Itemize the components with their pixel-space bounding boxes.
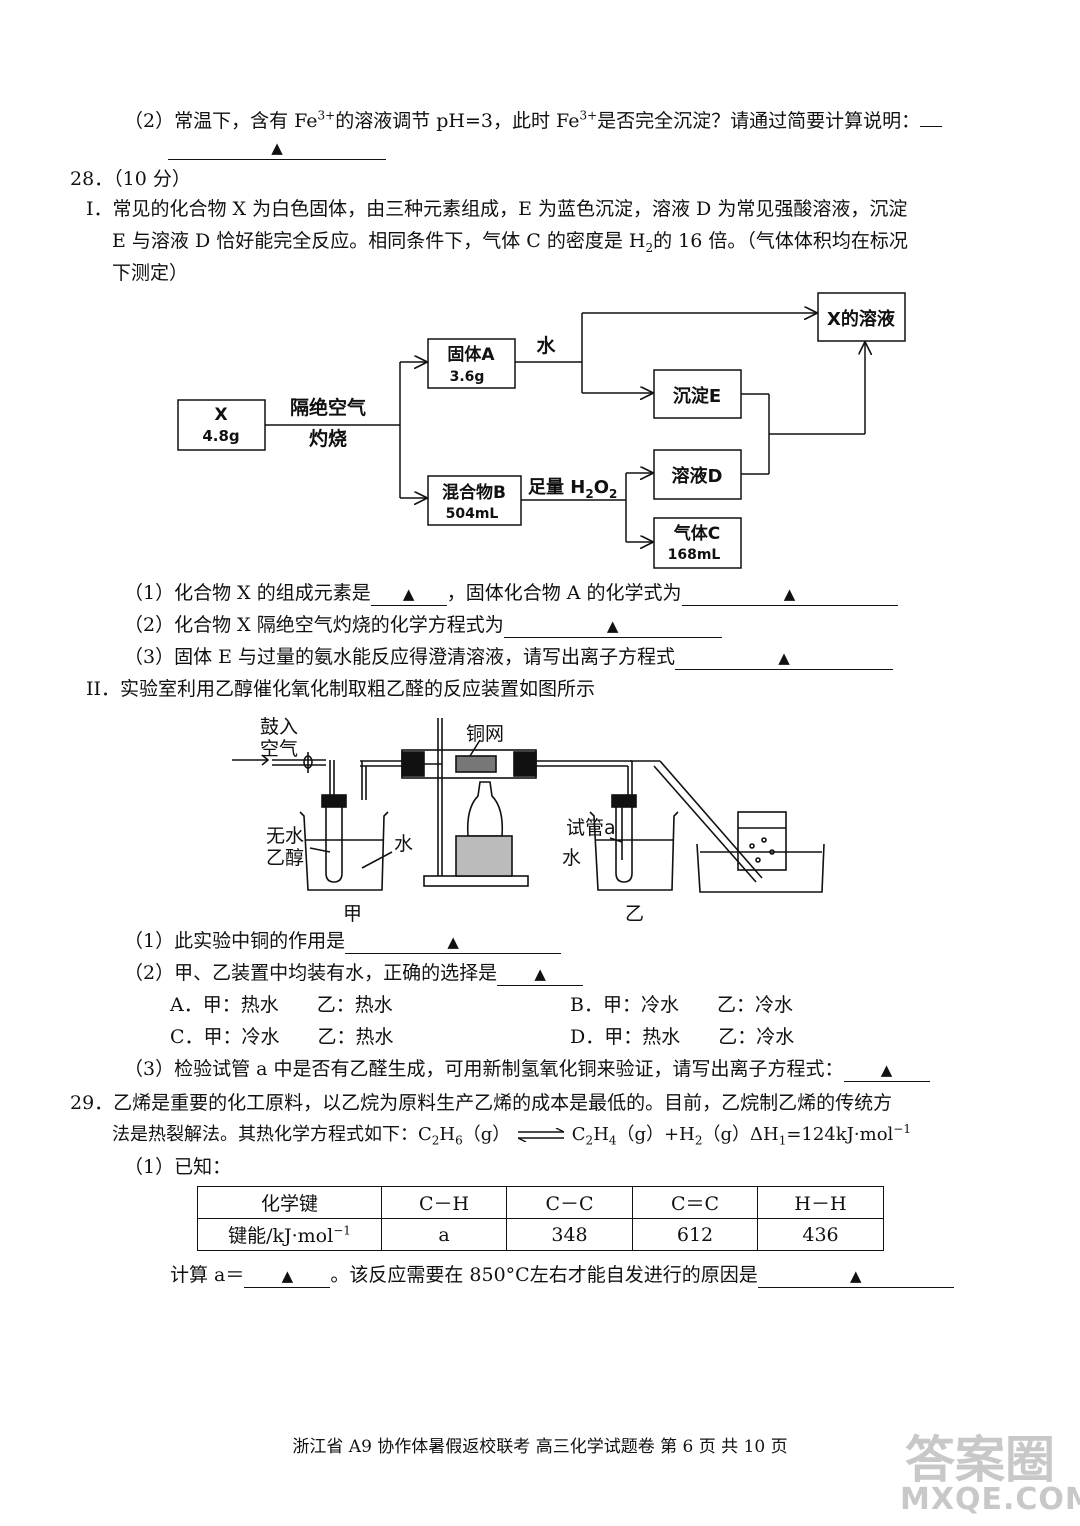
copper-mesh	[455, 755, 497, 773]
solid-a-box	[427, 338, 516, 389]
answer-blank: ▲	[370, 582, 447, 606]
x-solution-label: X的溶液	[827, 308, 896, 330]
answer-marker: ▲	[271, 139, 283, 157]
label-jia: 甲	[343, 903, 362, 925]
equilibrium-arrow-icon	[517, 1127, 565, 1143]
gas-bottle	[737, 811, 787, 871]
q28-i2: （2）化合物 X 隔绝空气灼烧的化学方程式为▲	[124, 612, 722, 638]
answer-blank: ▲	[345, 930, 562, 954]
q28-part2-intro: II．实验室利用乙醇催化氧化制取粗乙醛的反应装置如图所示	[86, 678, 596, 700]
water-label: 水	[536, 335, 556, 357]
alcohol-lamp	[466, 781, 504, 837]
mixture-b-label: 混合物B	[442, 482, 506, 503]
answer-blank: ▲	[757, 1264, 954, 1288]
answer-blank: ▲	[503, 614, 722, 638]
option-a: A．甲：热水 乙：热水	[170, 994, 393, 1016]
option-c: C．甲：冷水 乙：热水	[170, 1026, 394, 1048]
answer-blank: ▲	[681, 582, 898, 606]
table-header-cell: 化学键	[197, 1186, 382, 1219]
gas-c-box	[653, 517, 742, 569]
answer-blank: ▲	[168, 136, 386, 160]
page-footer: 浙江省 A9 协作体暑假返校联考 高三化学试题卷 第 6 页 共 10 页	[292, 1437, 788, 1457]
arrow1-label-2: 灼烧	[309, 427, 347, 450]
table-header-cell: C－H	[381, 1186, 507, 1219]
q28-header: 28．（10 分）	[70, 168, 191, 190]
q28-part1-line2: E 与溶液 D 恰好能完全反应。相同条件下，气体 C 的密度是 H2的 16 倍…	[112, 230, 908, 255]
label-yi: 乙	[625, 903, 644, 925]
answer-blank: ▲	[675, 646, 894, 670]
gas-c-label: 气体C	[673, 523, 720, 544]
q28-ii1: （1）此实验中铜的作用是▲	[124, 928, 562, 954]
solid-a-mass: 3.6g	[450, 369, 485, 385]
water-trough	[696, 843, 825, 893]
answer-blank: ▲	[497, 962, 584, 986]
option-b: B．甲：冷水 乙：冷水	[570, 994, 793, 1016]
q27-part2-line: （2）常温下，含有 Fe3+的溶液调节 pH=3，此时 Fe3+是否完全沉淀？请…	[124, 108, 943, 134]
q29-calc: 计算 a＝▲。该反应需要在 850°C左右才能自发进行的原因是▲	[170, 1262, 954, 1288]
q28-ii3: （3）检验试管 a 中是否有乙醛生成，可用新制氢氧化铜来验证，请写出离子方程式：…	[124, 1056, 930, 1082]
table-cell: 612	[632, 1218, 758, 1251]
table-cell: a	[381, 1218, 507, 1251]
water-label-jia: 水	[394, 833, 413, 855]
ethanol-label-1: 无水	[266, 825, 304, 847]
stand-base	[423, 875, 529, 887]
option-d: D．甲：热水 乙：冷水	[570, 1026, 795, 1048]
watermark-logo: 答案圈	[905, 1431, 1055, 1489]
bond-energy-table: 化学键 C－H C－C C＝C H－H 键能/kJ·mol−1 a 348 61…	[197, 1186, 884, 1251]
precipitate-e-label: 沉淀E	[673, 385, 721, 407]
q27-part2-blank: ▲	[168, 134, 386, 160]
table-header-cell: C＝C	[632, 1186, 758, 1219]
answer-blank	[920, 126, 943, 127]
arrow1-label-1: 隔绝空气	[290, 396, 366, 419]
mixture-b-volume: 504mL	[446, 506, 499, 522]
q29-line1: 29．乙烯是重要的化工原料，以乙烷为原料生产乙烯的成本是最低的。目前，乙烷制乙烯…	[70, 1092, 893, 1114]
gas-c-volume: 168mL	[668, 547, 721, 563]
table-cell: 348	[506, 1218, 633, 1251]
table-header-cell: H－H	[757, 1186, 884, 1219]
solution-d-label: 溶液D	[672, 465, 723, 487]
watermark-url: MXQE.COM	[900, 1482, 1080, 1517]
x-mass: 4.8g	[202, 427, 239, 445]
ethanol-label-2: 乙醇	[266, 847, 304, 869]
q28-i1: （1）化合物 X 的组成元素是▲，固体化合物 A 的化学式为▲	[124, 580, 898, 606]
table-row-label: 键能/kJ·mol−1	[197, 1218, 382, 1251]
h2o2-label: 足量 H2O2	[528, 476, 617, 501]
solid-a-label: 固体A	[447, 344, 495, 365]
beaker-jia	[299, 811, 389, 891]
x-label: X	[214, 405, 227, 425]
q28-part1-line1: I．常见的化合物 X 为白色固体，由三种元素组成，E 为蓝色沉淀，溶液 D 为常…	[86, 198, 908, 220]
table-header-cell: C－C	[506, 1186, 633, 1219]
table-cell: 436	[757, 1218, 884, 1251]
water-label-yi: 水	[562, 847, 581, 869]
q29-line2: 法是热裂解法。其热化学方程式如下：C2H6（g） C2H4（g）+H2（g）ΔH…	[112, 1122, 911, 1148]
q29-known: （1）已知：	[124, 1156, 232, 1178]
beaker-yi	[589, 811, 679, 891]
q28-part1-line3: 下测定）	[112, 262, 189, 284]
q28-i3: （3）固体 E 与过量的氨水能反应得澄清溶液，请写出离子方程式▲	[124, 644, 894, 670]
answer-blank: ▲	[843, 1058, 930, 1082]
x-solution-box	[817, 292, 906, 342]
air-label-2: 空气	[260, 738, 298, 760]
table-row: 化学键 C－H C－C C＝C H－H	[197, 1186, 884, 1219]
q28-ii2: （2）甲、乙装置中均装有水，正确的选择是▲	[124, 960, 584, 986]
air-label-1: 鼓入	[260, 716, 298, 738]
copper-label: 铜网	[466, 723, 504, 745]
table-row: 键能/kJ·mol−1 a 348 612 436	[197, 1218, 884, 1251]
answer-blank: ▲	[244, 1264, 331, 1288]
tube-a-label: 试管a	[566, 817, 616, 839]
